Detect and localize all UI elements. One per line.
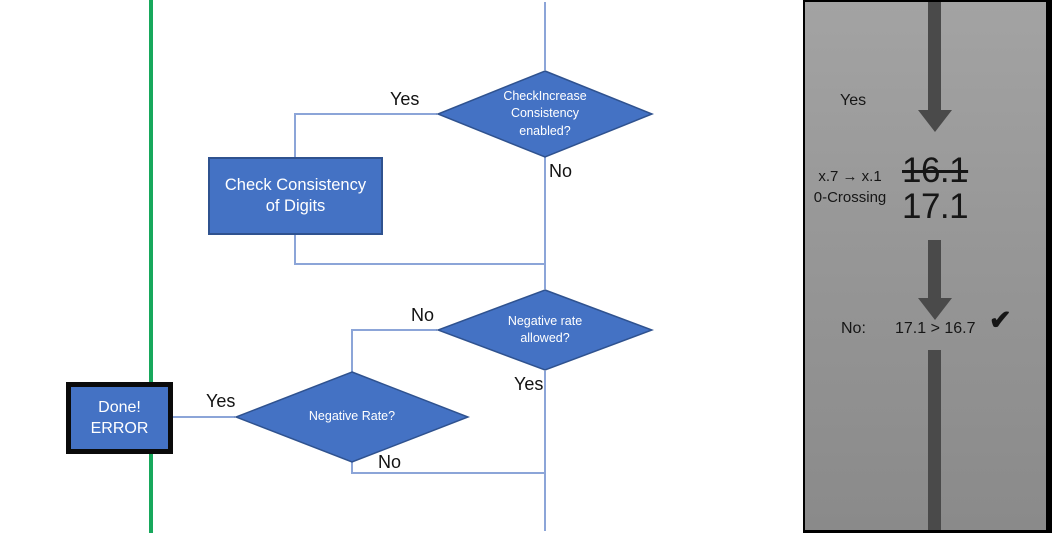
connector-no-bottom-vertical [351, 462, 353, 474]
label-no-top: No [549, 161, 573, 181]
case-name: 0-Crossing [813, 189, 887, 206]
case-description: x.7 → x.1 0-Crossing [805, 166, 895, 208]
decision-line: allowed? [520, 331, 570, 345]
check-icon: ✔ [989, 305, 1012, 335]
connector-yes-done-horizontal [173, 416, 235, 418]
connector-no-mid-horizontal [352, 329, 437, 331]
case-rule: x.7 → x.1 [818, 168, 882, 185]
decision-negative-rate-allowed: Negative rate allowed? [436, 289, 654, 371]
decision-text: Negative rate allowed? [436, 289, 654, 371]
process-line: of Digits [265, 197, 326, 215]
process-line: Check Consistency [224, 175, 367, 194]
decision-line: Negative rate [507, 313, 583, 328]
down-arrow-icon [928, 350, 941, 530]
diamond-shape [436, 70, 654, 158]
panel-label-yes: Yes [840, 92, 867, 109]
decision-line: enabled? [519, 123, 571, 138]
connector-rect-down [294, 235, 296, 265]
label-yes-mid: Yes [514, 374, 544, 394]
example-side-panel: Yes x.7 → x.1 0-Crossing 16.1 17.1 No: 1… [803, 0, 1052, 533]
decision-line: Consistency [510, 106, 580, 121]
terminator-done-error: Done! ERROR [66, 382, 173, 454]
decision-line: CheckIncrease [503, 89, 587, 104]
diamond-shape [436, 289, 654, 371]
terminator-line: ERROR [90, 420, 149, 437]
new-value: 17.1 [902, 187, 969, 226]
label-yes-top: Yes [390, 89, 420, 109]
connector-bottom-vertical [544, 371, 546, 531]
connector-mid-vertical [544, 157, 546, 289]
panel-label-no: No: [841, 320, 866, 337]
connector-yes-top-horizontal [294, 113, 437, 115]
down-arrow-icon [928, 2, 941, 110]
comparison-text: 17.1 > 16.7 [895, 320, 976, 337]
decision-text: Negative Rate? [234, 371, 470, 463]
connector-merge-horizontal [294, 263, 546, 265]
decision-text: CheckIncrease Consistency enabled? [436, 70, 654, 158]
terminator-line: Done! [98, 398, 141, 416]
green-divider-line [149, 0, 153, 533]
label-yes-done: Yes [206, 391, 236, 411]
down-arrow-head-icon [918, 298, 952, 320]
label-no-bottom: No [378, 452, 402, 472]
down-arrow-head-icon [918, 110, 952, 132]
label-no-mid: No [411, 305, 435, 325]
connector-no-mid-vertical [351, 329, 353, 372]
old-value: 16.1 [902, 151, 969, 190]
down-arrow-icon [928, 240, 941, 298]
connector-yes-top-vertical [294, 113, 296, 158]
decision-negative-rate: Negative Rate? [234, 371, 470, 463]
diamond-shape [234, 371, 470, 463]
decision-check-increase-enabled: CheckIncrease Consistency enabled? [436, 70, 654, 158]
connector-top-vertical [544, 2, 546, 70]
process-check-consistency: Check Consistency of Digits [208, 157, 383, 235]
connector-no-bottom-horizontal [351, 472, 546, 474]
example-values: 16.1 17.1 [902, 151, 969, 226]
decision-line: Negative Rate? [308, 409, 396, 424]
